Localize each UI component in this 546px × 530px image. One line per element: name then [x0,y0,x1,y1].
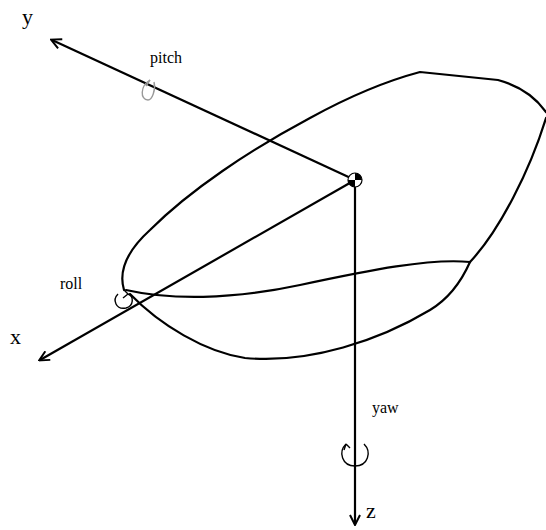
axis-label: x [10,326,21,348]
axis-label: y [22,6,33,28]
rotation-label: roll [60,276,82,292]
rotation-label: yaw [372,400,399,416]
rotation-label: pitch [150,50,182,66]
axis-label: z [366,500,376,522]
